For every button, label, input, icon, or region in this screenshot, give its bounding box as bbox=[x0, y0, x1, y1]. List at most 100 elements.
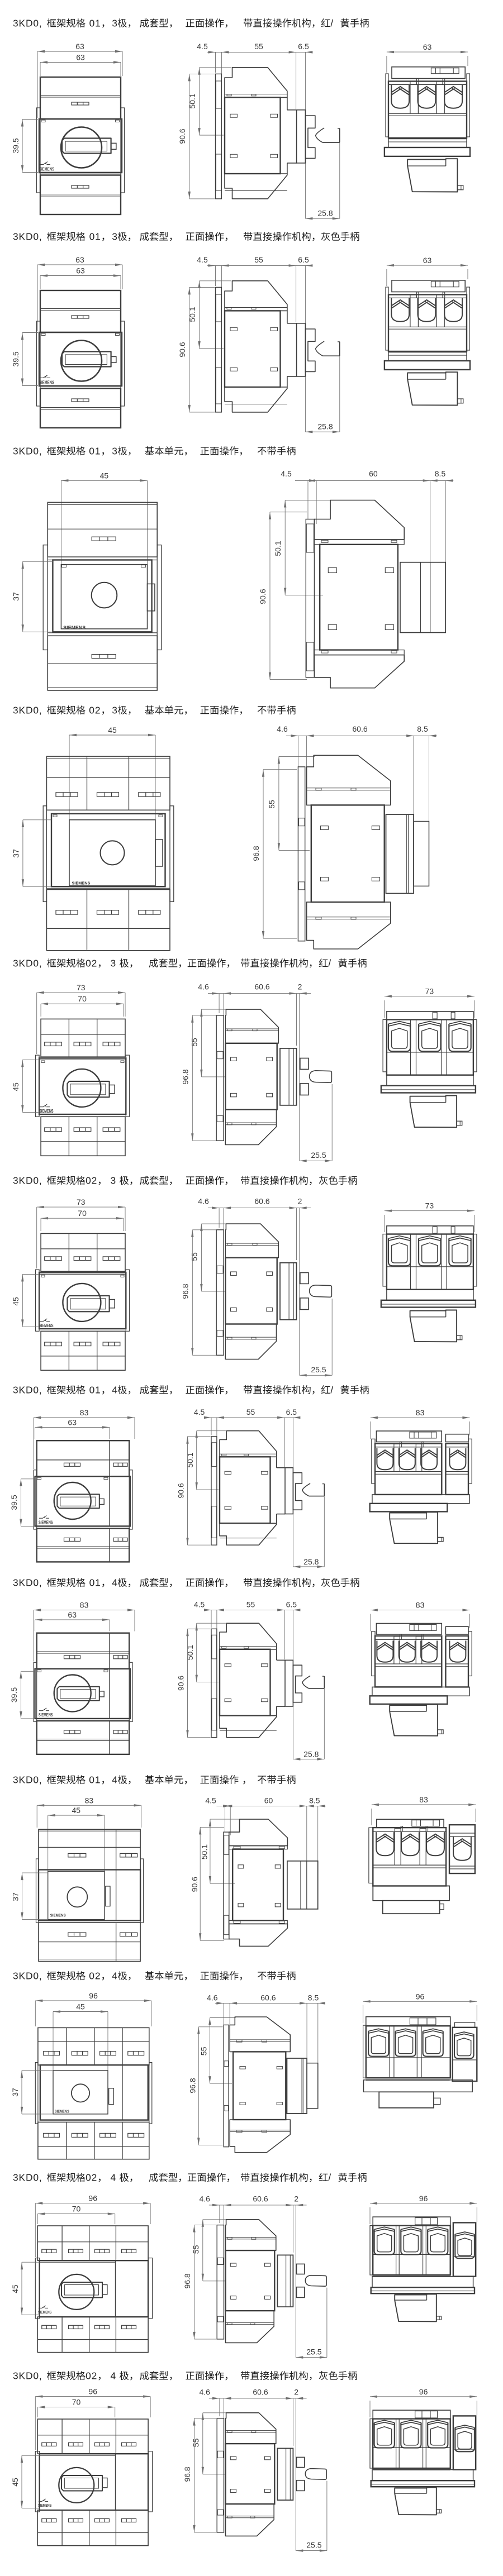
svg-text:02: 02 bbox=[89, 705, 101, 716]
svg-text:02: 02 bbox=[86, 958, 97, 969]
svg-text:60.6: 60.6 bbox=[253, 2387, 268, 2396]
svg-text:83: 83 bbox=[416, 1408, 425, 1417]
svg-text:96.8: 96.8 bbox=[188, 2078, 197, 2093]
svg-text:25.8: 25.8 bbox=[303, 1557, 319, 1566]
svg-text:3: 3 bbox=[112, 705, 118, 716]
svg-text:55: 55 bbox=[246, 1408, 255, 1416]
svg-text:SIEMENS: SIEMENS bbox=[38, 2310, 51, 2315]
svg-text:4.5: 4.5 bbox=[194, 1408, 205, 1416]
svg-text:55: 55 bbox=[191, 2245, 200, 2254]
svg-text:4: 4 bbox=[112, 1971, 118, 1982]
svg-text:96: 96 bbox=[89, 1991, 98, 2000]
svg-text:3: 3 bbox=[112, 231, 118, 242]
svg-text:01: 01 bbox=[89, 231, 101, 242]
svg-text:50.1: 50.1 bbox=[200, 1844, 209, 1859]
svg-text:4: 4 bbox=[111, 2172, 117, 2183]
svg-text:/: / bbox=[330, 18, 334, 29]
svg-text:25.5: 25.5 bbox=[306, 2348, 321, 2356]
svg-text:55: 55 bbox=[254, 255, 263, 264]
svg-text:63: 63 bbox=[68, 1610, 77, 1619]
svg-text:90.6: 90.6 bbox=[178, 128, 187, 144]
svg-text:4: 4 bbox=[112, 1385, 118, 1396]
svg-text:02: 02 bbox=[86, 2370, 97, 2382]
svg-text:45: 45 bbox=[72, 1806, 81, 1815]
svg-text:4.5: 4.5 bbox=[194, 1600, 205, 1609]
svg-text:55: 55 bbox=[200, 2047, 208, 2055]
svg-text:4: 4 bbox=[111, 2370, 117, 2382]
svg-text:3: 3 bbox=[112, 446, 118, 457]
svg-text:96: 96 bbox=[416, 1992, 425, 2001]
svg-text:39.5: 39.5 bbox=[10, 1495, 18, 1510]
svg-text:25.5: 25.5 bbox=[306, 2541, 321, 2550]
svg-text:4.5: 4.5 bbox=[197, 42, 208, 51]
svg-text:01: 01 bbox=[89, 1385, 101, 1396]
svg-text:96.8: 96.8 bbox=[183, 2467, 192, 2482]
svg-text:63: 63 bbox=[76, 266, 85, 275]
svg-text:45: 45 bbox=[108, 726, 117, 734]
svg-text:02: 02 bbox=[89, 1971, 101, 1982]
svg-text:6.5: 6.5 bbox=[298, 255, 309, 264]
svg-text:8.5: 8.5 bbox=[308, 1993, 319, 2002]
svg-text:96.8: 96.8 bbox=[252, 846, 260, 861]
svg-text:/: / bbox=[328, 958, 331, 969]
svg-text:SIEMENS: SIEMENS bbox=[55, 2110, 69, 2114]
svg-text:45: 45 bbox=[100, 471, 109, 480]
svg-text:37: 37 bbox=[11, 2088, 20, 2097]
svg-text:25.5: 25.5 bbox=[311, 1151, 326, 1160]
svg-text:55: 55 bbox=[190, 1038, 199, 1047]
svg-text:37: 37 bbox=[11, 1892, 20, 1901]
svg-text:83: 83 bbox=[416, 1601, 425, 1610]
svg-text:/: / bbox=[328, 2172, 331, 2183]
svg-text:63: 63 bbox=[423, 42, 432, 51]
svg-text:3KD0,: 3KD0, bbox=[13, 1175, 42, 1186]
svg-text:45: 45 bbox=[11, 1082, 20, 1091]
svg-text:63: 63 bbox=[423, 256, 432, 265]
svg-text:3KD0,: 3KD0, bbox=[13, 1971, 42, 1982]
svg-text:4.6: 4.6 bbox=[198, 1197, 209, 1206]
svg-text:3: 3 bbox=[112, 18, 118, 29]
svg-text:01: 01 bbox=[89, 1577, 101, 1588]
svg-text:3KD0,: 3KD0, bbox=[13, 1385, 42, 1396]
svg-text:50.1: 50.1 bbox=[186, 1645, 194, 1660]
svg-text:60.6: 60.6 bbox=[253, 2194, 268, 2203]
svg-text:4.6: 4.6 bbox=[198, 982, 209, 991]
svg-text:55: 55 bbox=[246, 1600, 255, 1609]
svg-text:6.5: 6.5 bbox=[298, 42, 309, 51]
svg-text:63: 63 bbox=[76, 53, 85, 62]
svg-text:SIEMENS: SIEMENS bbox=[39, 380, 54, 385]
svg-text:4.6: 4.6 bbox=[207, 1993, 218, 2002]
svg-text:83: 83 bbox=[80, 1408, 89, 1417]
svg-text:SIEMENS: SIEMENS bbox=[39, 1520, 53, 1525]
svg-text:/: / bbox=[330, 1385, 334, 1396]
svg-text:60.6: 60.6 bbox=[254, 982, 269, 991]
svg-text:8.5: 8.5 bbox=[309, 1796, 320, 1805]
svg-text:3KD0,: 3KD0, bbox=[13, 1577, 42, 1588]
svg-text:60: 60 bbox=[369, 469, 378, 478]
svg-text:39.5: 39.5 bbox=[11, 138, 20, 153]
svg-text:25.8: 25.8 bbox=[317, 422, 333, 431]
svg-text:73: 73 bbox=[77, 983, 86, 992]
svg-text:60: 60 bbox=[264, 1796, 273, 1805]
svg-text:50.1: 50.1 bbox=[186, 1452, 194, 1467]
svg-text:8.5: 8.5 bbox=[435, 469, 446, 478]
svg-text:60.6: 60.6 bbox=[260, 1993, 276, 2002]
svg-text:96.8: 96.8 bbox=[181, 1284, 190, 1299]
svg-text:3KD0,: 3KD0, bbox=[13, 2370, 42, 2382]
svg-text:55: 55 bbox=[190, 1252, 199, 1261]
svg-text:90.6: 90.6 bbox=[176, 1676, 185, 1691]
svg-text:45: 45 bbox=[11, 1297, 20, 1306]
svg-text:83: 83 bbox=[419, 1795, 428, 1804]
svg-text:2: 2 bbox=[298, 1197, 302, 1206]
svg-text:96: 96 bbox=[419, 2194, 428, 2203]
svg-text:SIEMENS: SIEMENS bbox=[39, 1109, 54, 1114]
svg-text:3KD0,: 3KD0, bbox=[13, 1774, 42, 1786]
svg-text:73: 73 bbox=[77, 1198, 86, 1206]
svg-text:96.8: 96.8 bbox=[181, 1069, 190, 1084]
svg-text:37: 37 bbox=[12, 849, 21, 858]
svg-text:39.5: 39.5 bbox=[10, 1687, 18, 1702]
svg-text:25.8: 25.8 bbox=[303, 1749, 319, 1758]
svg-text:55: 55 bbox=[191, 2438, 200, 2447]
svg-text:6.5: 6.5 bbox=[286, 1408, 297, 1416]
svg-text:45: 45 bbox=[76, 2002, 85, 2011]
svg-text:4.6: 4.6 bbox=[277, 724, 288, 733]
